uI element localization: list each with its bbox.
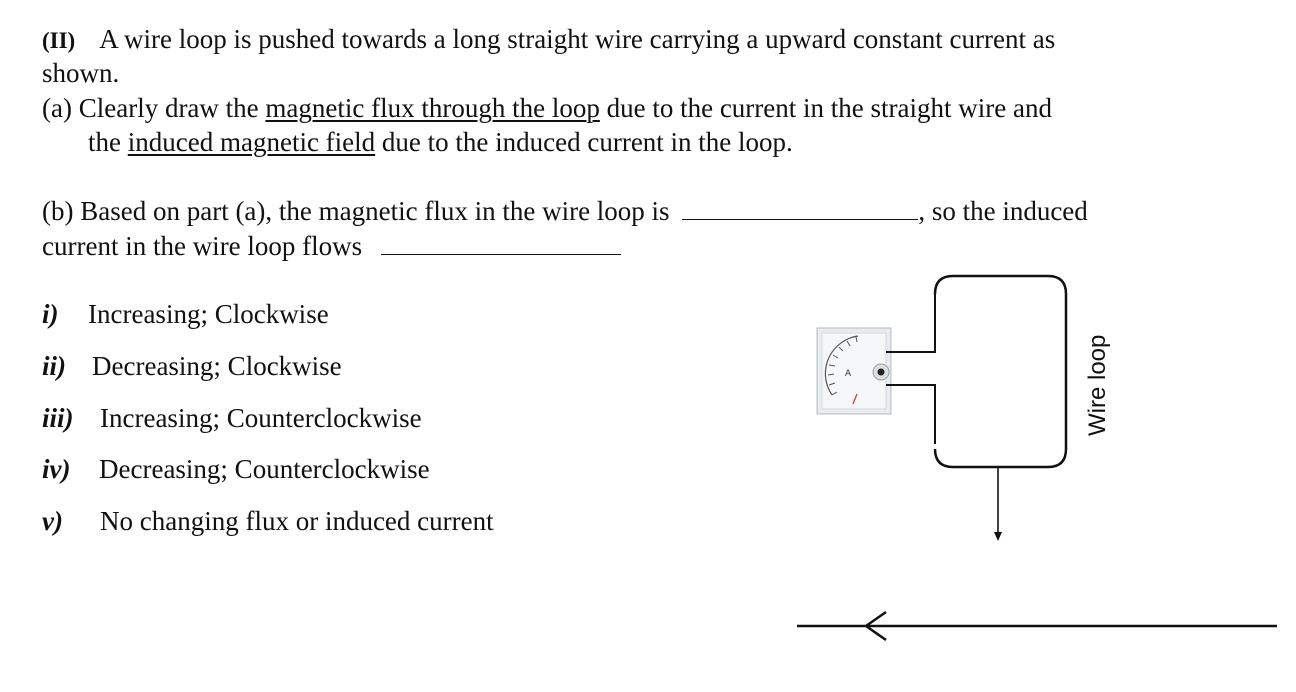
ammeter-symbol: A — [845, 368, 851, 378]
option-number: v) — [42, 506, 63, 536]
part-a-text1: Clearly draw the — [78, 93, 259, 123]
option-number: iv) — [42, 454, 71, 484]
ammeter-face — [821, 332, 887, 410]
lead-wire-top — [886, 294, 936, 353]
part-b-text2: current in the wire loop flows — [42, 231, 363, 261]
question-intro-text: A wire loop is pushed towards a long str… — [99, 24, 1056, 54]
option-text: Increasing; Clockwise — [88, 299, 329, 329]
ammeter-body — [816, 327, 892, 415]
ammeter: A — [816, 327, 892, 415]
lead-wire-bottom — [886, 384, 936, 444]
part-b-text1-after: , so the induced — [918, 196, 1088, 226]
wire-loop — [933, 274, 1068, 469]
part-a-label: (a) — [42, 93, 72, 123]
wire-loop-label: Wire loop — [1084, 335, 1111, 436]
part-b-line2: current in the wire loop flows — [42, 229, 621, 263]
ammeter-needle — [852, 393, 858, 405]
option-text: Decreasing; Clockwise — [92, 351, 342, 381]
part-a-underline-flux: magnetic flux through the loop — [265, 93, 600, 123]
ammeter-knob — [872, 363, 890, 381]
motion-arrow-head — [994, 532, 1002, 541]
part-b-line1: (b) Based on part (a), the magnetic flux… — [42, 194, 1088, 228]
current-direction-arrow — [863, 610, 887, 642]
option-number: iii) — [42, 403, 74, 433]
option-i[interactable]: i) Increasing; Clockwise — [42, 297, 329, 331]
option-text: Decreasing; Counterclockwise — [99, 454, 430, 484]
option-iv[interactable]: iv) Decreasing; Counterclockwise — [42, 452, 430, 486]
part-a-text4: due to the induced current in the loop. — [381, 127, 793, 157]
part-a-text3: the — [88, 127, 121, 157]
option-number: ii) — [42, 351, 66, 381]
part-b-blank-2[interactable] — [380, 234, 621, 255]
part-a-text2: due to the current in the straight wire … — [606, 93, 1052, 123]
option-iii[interactable]: iii) Increasing; Counterclockwise — [42, 401, 422, 435]
ammeter-terminal — [877, 368, 885, 376]
option-text: No changing flux or induced current — [100, 506, 494, 536]
part-b-blank-1[interactable] — [682, 199, 919, 220]
question-intro-line2: shown. — [42, 58, 120, 88]
ammeter-scale-ticks — [827, 336, 858, 396]
part-a-line2: the induced magnetic field due to the in… — [88, 125, 793, 159]
option-ii[interactable]: ii) Decreasing; Clockwise — [42, 349, 342, 383]
option-number: i) — [42, 299, 59, 329]
ammeter-scale-arc — [824, 335, 859, 396]
part-b-text1: (b) Based on part (a), the magnetic flux… — [42, 196, 670, 226]
part-a-underline-induced-field: induced magnetic field — [127, 127, 376, 157]
part-a-line1: (a) Clearly draw the magnetic flux throu… — [42, 91, 1052, 125]
option-text: Increasing; Counterclockwise — [100, 403, 422, 433]
option-v[interactable]: v) No changing flux or induced current — [42, 504, 494, 538]
question-number: (II) — [42, 28, 76, 53]
question-intro-line1: (II) A wire loop is pushed towards a lon… — [42, 22, 1055, 58]
